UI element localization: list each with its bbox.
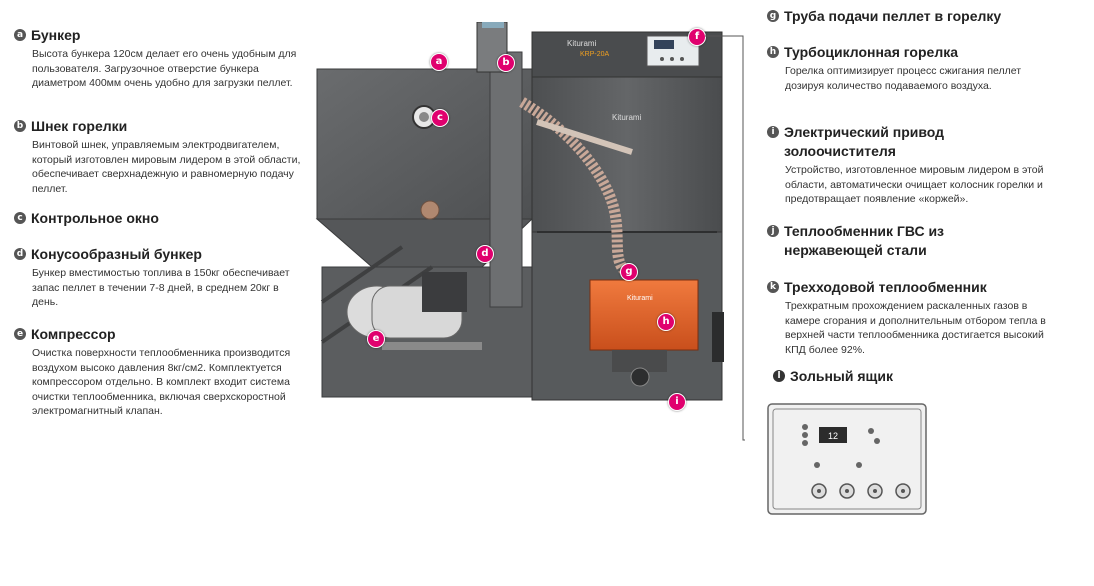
block-title: Зольный ящик bbox=[790, 368, 893, 384]
brand-logo-top: Kiturami bbox=[567, 39, 597, 48]
info-block-c: c Контрольное окно bbox=[14, 209, 306, 228]
burner-logo: Kiturami bbox=[627, 295, 653, 302]
model-label: KRP-20A bbox=[580, 51, 610, 58]
info-block-b: b Шнек горелки Винтовой шнек, управляемым… bbox=[14, 117, 306, 196]
label-g-badge: g bbox=[767, 10, 779, 22]
block-title: Труба подачи пеллет в горелку bbox=[784, 8, 1002, 24]
block-description: Устройство, изготовленное мировым лидеро… bbox=[785, 164, 1044, 205]
control-panel-diagram: 12 bbox=[767, 403, 927, 515]
compressor bbox=[346, 272, 482, 350]
label-b-badge: b bbox=[14, 120, 26, 132]
label-e-badge: e bbox=[14, 328, 26, 340]
info-block-d: d Конусообразный бункер Бункер вместимост… bbox=[14, 245, 306, 310]
info-block-h: h Турбоциклонная горелка Горелка оптимизи… bbox=[767, 43, 1057, 93]
info-block-l: l Зольный ящик bbox=[773, 367, 973, 386]
info-block-a: a Бункер Высота бункера 120см делает его … bbox=[14, 26, 306, 91]
label-i-badge: i bbox=[767, 126, 779, 138]
block-description: Очистка поверхности теплообменника произ… bbox=[32, 347, 291, 417]
label-d-badge: d bbox=[14, 248, 26, 260]
marker-d: d bbox=[476, 245, 494, 263]
burner: Kiturami bbox=[589, 279, 699, 387]
boiler-illustration: Kiturami KRP-20A Kiturami Kiturami bbox=[315, 22, 724, 401]
block-title: Турбоциклонная горелка bbox=[784, 44, 959, 60]
brand-logo-front: Kiturami bbox=[612, 113, 642, 122]
label-a-badge: a bbox=[14, 29, 26, 41]
info-block-k: k Трехходовой теплообменник Трехкратным п… bbox=[767, 278, 1057, 357]
label-l-badge: l bbox=[773, 370, 785, 382]
marker-g: g bbox=[620, 263, 638, 281]
info-block-i: i Электрический привод золоочистителя Уст… bbox=[767, 123, 1057, 207]
block-title: Электрический привод золоочистителя bbox=[784, 124, 945, 159]
block-description: Трехкратным прохождением раскаленных газ… bbox=[785, 300, 1046, 356]
connector-line bbox=[705, 35, 745, 441]
block-title: Конусообразный бункер bbox=[31, 246, 202, 262]
marker-a: a bbox=[430, 53, 448, 71]
label-h-badge: h bbox=[767, 46, 779, 58]
block-title: Теплообменник ГВС из нержавеющей стали bbox=[784, 223, 945, 258]
block-title: Контрольное окно bbox=[31, 210, 159, 226]
block-title: Трехходовой теплообменник bbox=[784, 279, 987, 295]
marker-h: h bbox=[657, 313, 675, 331]
label-k-badge: k bbox=[767, 281, 779, 293]
display-value: 12 bbox=[828, 431, 838, 441]
sight-window bbox=[412, 105, 436, 129]
block-description: Винтовой шнек, управляемым электродвигат… bbox=[32, 139, 301, 195]
block-title: Компрессор bbox=[31, 326, 116, 342]
marker-f: f bbox=[688, 28, 706, 46]
label-c-badge: c bbox=[14, 212, 26, 224]
info-block-g: g Труба подачи пеллет в горелку bbox=[767, 7, 1067, 26]
auger-tube bbox=[476, 22, 523, 308]
block-description: Бункер вместимостью топлива в 150кг обес… bbox=[32, 267, 290, 308]
info-block-j: j Теплообменник ГВС из нержавеющей стали bbox=[767, 222, 1057, 260]
block-description: Горелка оптимизирует процесс сжигания пе… bbox=[785, 65, 1022, 92]
marker-c: c bbox=[431, 109, 449, 127]
marker-e: e bbox=[367, 330, 385, 348]
feed-pipe bbox=[519, 97, 629, 274]
feed-pipe-end bbox=[536, 119, 633, 155]
block-title: Шнек горелки bbox=[31, 118, 128, 134]
block-title: Бункер bbox=[31, 27, 81, 43]
marker-b: b bbox=[497, 54, 515, 72]
info-block-e: e Компрессор Очистка поверхности теплообм… bbox=[14, 325, 306, 419]
label-j-badge: j bbox=[767, 225, 779, 237]
marker-i: i bbox=[668, 393, 686, 411]
block-description: Высота бункера 120см делает его очень уд… bbox=[32, 48, 297, 89]
